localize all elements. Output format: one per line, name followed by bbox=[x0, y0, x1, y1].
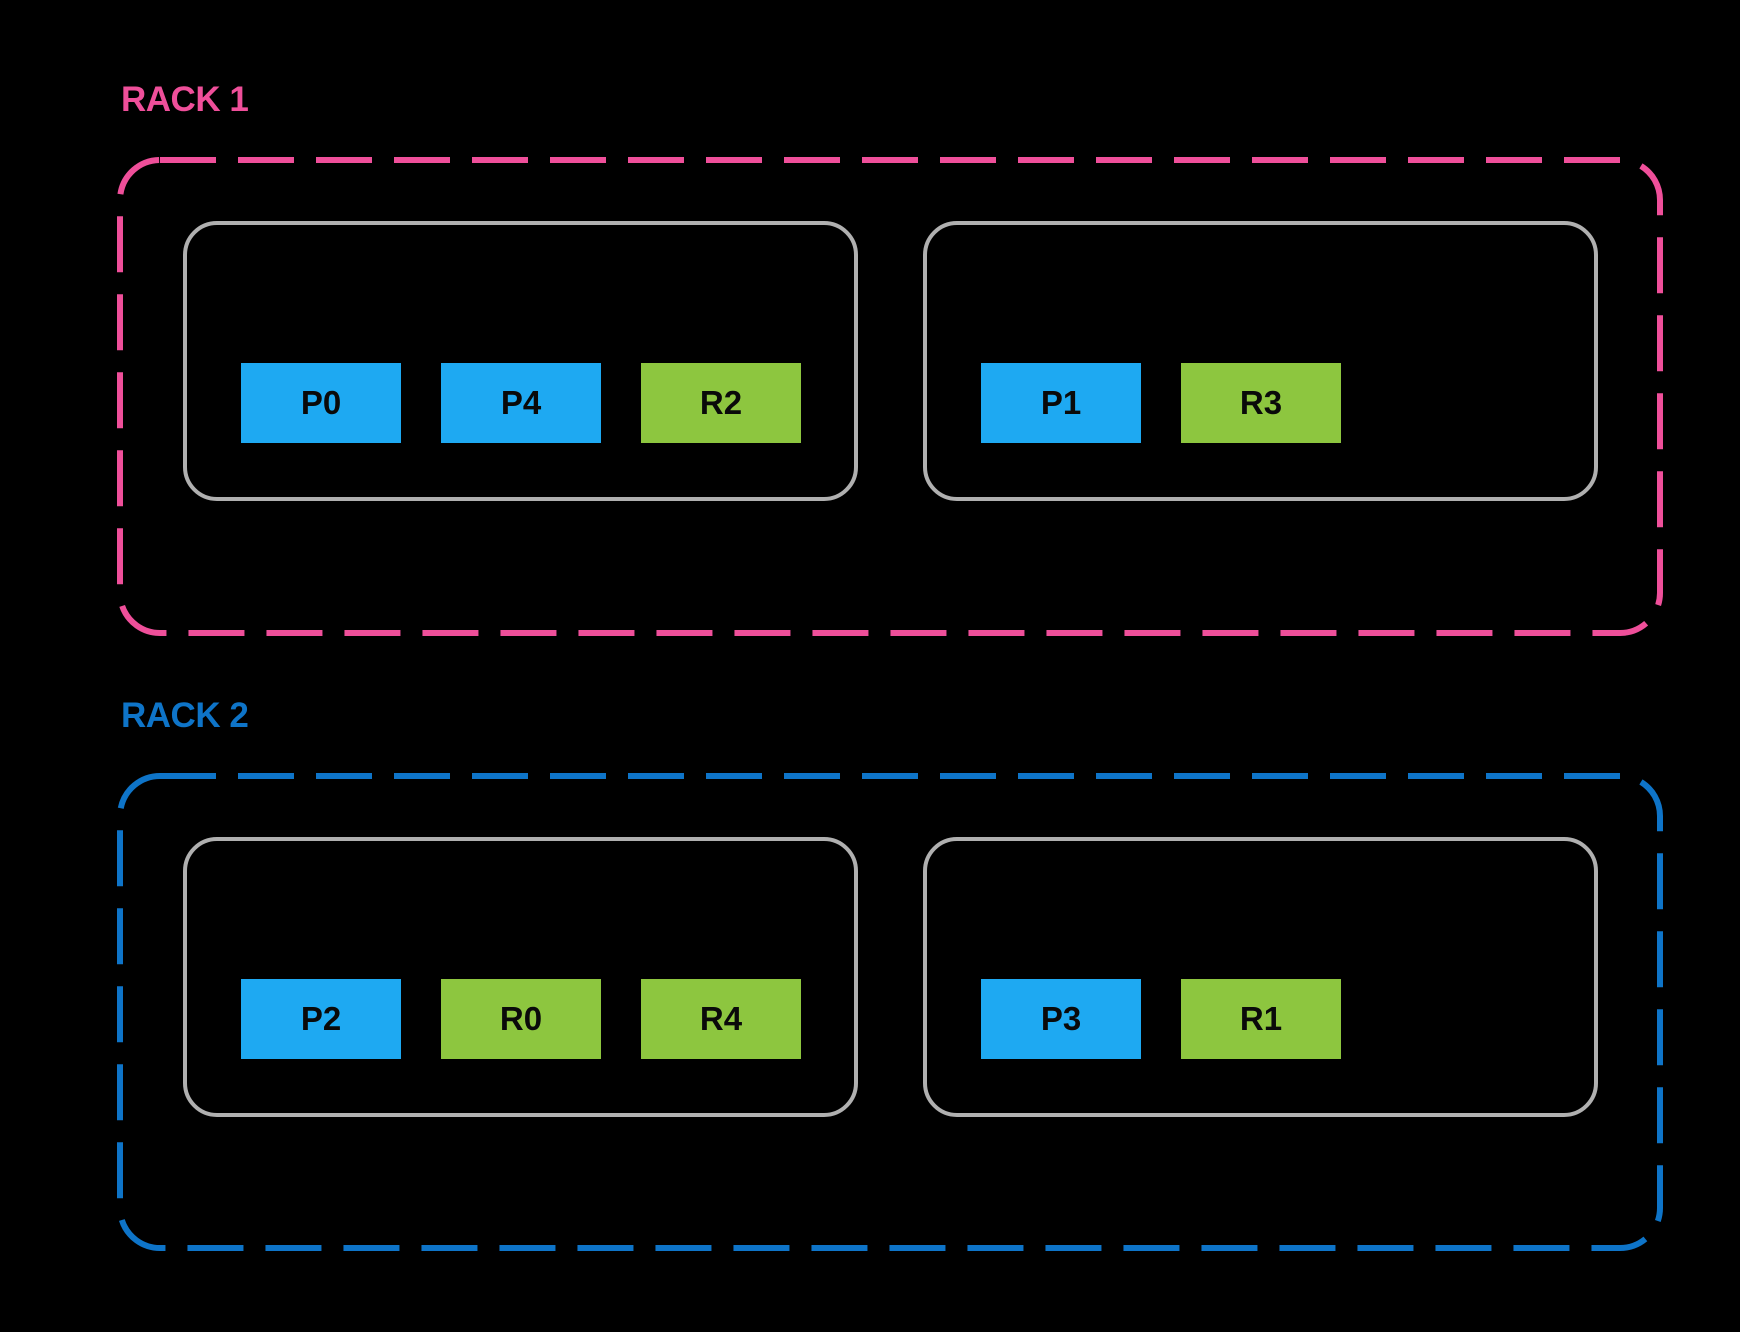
box-r2: R2 bbox=[641, 363, 801, 443]
rack2-dashed-border bbox=[117, 773, 1663, 1251]
rack1-server-1: P0 P4 R2 bbox=[183, 221, 858, 501]
box-r1: R1 bbox=[1181, 979, 1341, 1059]
rack2-label: RACK 2 bbox=[121, 696, 249, 735]
box-p0: P0 bbox=[241, 363, 401, 443]
box-r0: R0 bbox=[441, 979, 601, 1059]
rack2-server-2: P3 R1 bbox=[923, 837, 1598, 1117]
slot-row: P2 R0 R4 bbox=[241, 979, 801, 1059]
slot-row: P0 P4 R2 bbox=[241, 363, 801, 443]
rack1-label: RACK 1 bbox=[121, 80, 249, 119]
rack2-server-1: P2 R0 R4 bbox=[183, 837, 858, 1117]
box-p1: P1 bbox=[981, 363, 1141, 443]
slot-row: P1 R3 bbox=[981, 363, 1341, 443]
box-r4: R4 bbox=[641, 979, 801, 1059]
box-r3: R3 bbox=[1181, 363, 1341, 443]
rack1-server-2: P1 R3 bbox=[923, 221, 1598, 501]
box-p4: P4 bbox=[441, 363, 601, 443]
rack1-dashed-border bbox=[117, 157, 1663, 636]
box-p2: P2 bbox=[241, 979, 401, 1059]
box-p3: P3 bbox=[981, 979, 1141, 1059]
slot-row: P3 R1 bbox=[981, 979, 1341, 1059]
